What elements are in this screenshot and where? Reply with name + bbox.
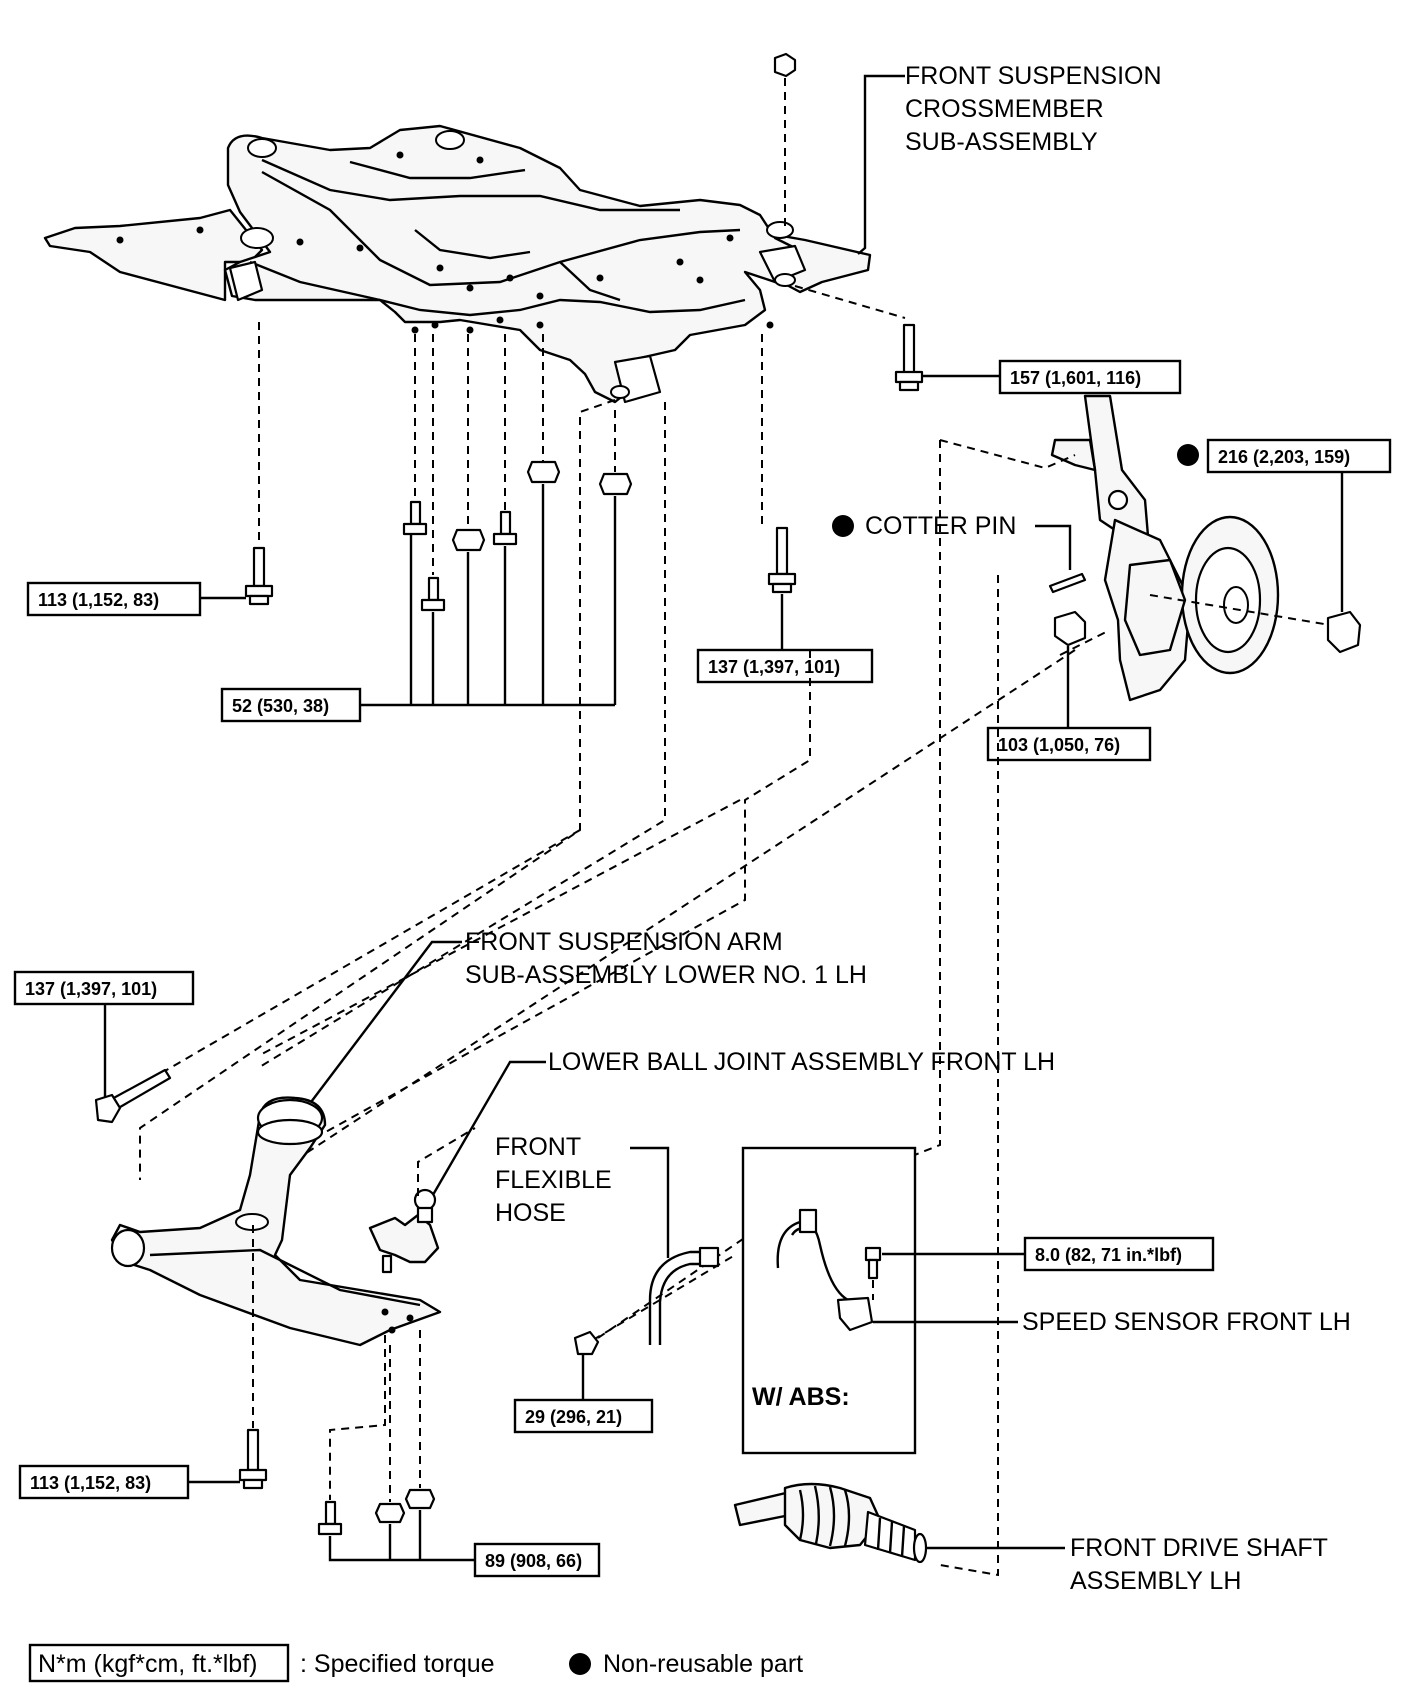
flexible-hose-part [648,1246,720,1345]
ball-joint-label: LOWER BALL JOINT ASSEMBLY FRONT LH [548,1048,1055,1076]
bolt-113-top [244,546,274,606]
fastener-group-89 [317,1330,475,1562]
bolt-113-bottom [238,1428,268,1490]
crossmember-label: FRONT SUSPENSION CROSSMEMBER SUB-ASSEMBL… [905,62,1162,156]
torque-box-89: 89 (908, 66) [473,1542,601,1578]
non-reusable-dot-216 [1177,444,1199,466]
bolt-157 [894,323,924,392]
torque-box-157: 157 (1,601, 116) [998,359,1182,395]
torque-box-29: 29 (296, 21) [513,1398,654,1434]
nut-103 [1053,610,1087,647]
legend-unit-box [28,1643,290,1683]
torque-137-left-text: 137 (1,397, 101) [25,979,157,999]
legend: N*m (kgf*cm, ft.*lbf) : Specified torque… [28,1643,803,1683]
flexible-hose-label: FRONT FLEXIBLE HOSE [495,1133,612,1227]
lower-arm-part [110,1096,442,1347]
legend-non-reusable-dot [569,1653,591,1675]
torque-52-text: 52 (530, 38) [232,696,329,716]
torque-103-text: 103 (1,050, 76) [998,735,1120,755]
torque-box-216: 216 (2,203, 159) [1206,438,1392,474]
drive-shaft-part [733,1482,928,1564]
torque-box-113-bottom: 113 (1,152, 83) [18,1464,190,1500]
torque-113-top-text: 113 (1,152, 83) [38,590,159,610]
bolt-137-left [94,1068,172,1124]
abs-note-label: W/ ABS: [752,1383,850,1411]
torque-box-8: 8.0 (82, 71 in.*lbf) [1023,1236,1215,1272]
fastener-group-52 [360,334,633,707]
crossmember-top-nut [773,52,797,78]
drive-shaft-label-line1: FRONT DRIVE SHAFT [1070,1534,1328,1562]
torque-box-103: 103 (1,050, 76) [986,726,1152,762]
flexible-hose-label-line1: FRONT [495,1133,581,1161]
crossmember-label-line3: SUB-ASSEMBLY [905,128,1098,156]
lower-arm-label-line1: FRONT SUSPENSION ARM [465,928,783,956]
ball-joint-part [368,1188,440,1274]
torque-box-137-mid: 137 (1,397, 101) [696,648,874,684]
drive-shaft-label-line2: ASSEMBLY LH [1070,1567,1241,1595]
nut-216 [1326,610,1362,654]
torque-137-mid-text: 137 (1,397, 101) [708,657,840,677]
torque-8-text: 8.0 (82, 71 in.*lbf) [1035,1245,1182,1265]
legend-specified-torque: : Specified torque [300,1650,495,1678]
torque-29-text: 29 (296, 21) [525,1407,622,1427]
crossmember-rivets [116,151,774,334]
crossmember-label-line2: CROSSMEMBER [905,95,1104,123]
steering-knuckle-part [1050,394,1280,702]
flexible-hose-label-line2: FLEXIBLE [495,1166,612,1194]
torque-box-52: 52 (530, 38) [220,687,362,723]
non-reusable-dot-cotter [832,515,854,537]
torque-89-text: 89 (908, 66) [485,1551,582,1571]
cotter-pin-part [1048,572,1087,594]
bolt-137-mid [767,526,797,594]
lower-arm-label-line2: SUB-ASSEMBLY LOWER NO. 1 LH [465,961,867,989]
abs-inset-box [741,1146,917,1455]
torque-157-text: 157 (1,601, 116) [1010,368,1141,388]
torque-box-113-top: 113 (1,152, 83) [26,581,202,617]
bolt-29 [573,1330,600,1356]
legend-unit-text: N*m (kgf*cm, ft.*lbf) [38,1650,257,1678]
torque-216-text: 216 (2,203, 159) [1218,447,1350,467]
torque-113-bottom-text: 113 (1,152, 83) [30,1473,151,1493]
torque-box-137-left: 137 (1,397, 101) [13,970,195,1006]
flexible-hose-label-line3: HOSE [495,1199,566,1227]
speed-sensor-label: SPEED SENSOR FRONT LH [1022,1308,1351,1336]
legend-non-reusable-text: Non-reusable part [603,1650,803,1678]
crossmember-part [43,124,872,404]
crossmember-label-line1: FRONT SUSPENSION [905,62,1162,90]
speed-sensor-part [776,1208,882,1332]
